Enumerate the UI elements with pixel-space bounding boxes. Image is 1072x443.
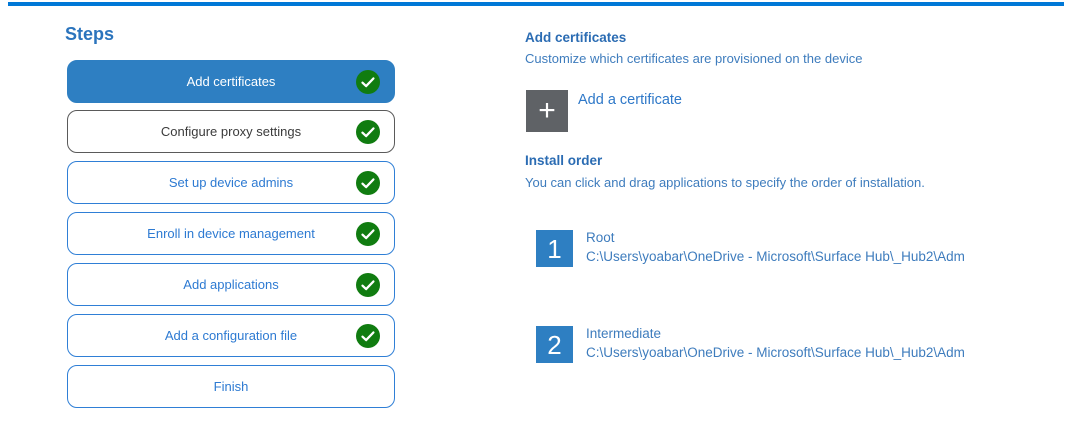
check-icon (356, 323, 380, 348)
step-label: Enroll in device management (147, 226, 315, 241)
steps-panel-title: Steps (65, 24, 115, 44)
order-number-badge: 2 (536, 326, 573, 363)
step-label: Set up device admins (168, 175, 294, 190)
step-add-applications[interactable]: Add applications (67, 263, 395, 306)
top-accent-bar (8, 2, 1064, 6)
certificate-path: C:\Users\yoabar\OneDrive - Microsoft\Sur… (586, 249, 965, 264)
step-add-certificates[interactable]: Add certificates (67, 60, 395, 103)
check-icon (356, 221, 380, 246)
step-label: Finish (213, 379, 249, 394)
step-label: Add a configuration file (164, 328, 298, 343)
check-icon (356, 69, 380, 94)
certificate-item-root[interactable]: 1 Root C:\Users\yoabar\OneDrive - Micros… (536, 228, 965, 267)
certificate-path: C:\Users\yoabar\OneDrive - Microsoft\Sur… (586, 345, 965, 360)
add-certificate-button[interactable]: + Add a certificate (526, 90, 682, 132)
page-title: Add certificates (525, 30, 627, 45)
certificate-info: Root C:\Users\yoabar\OneDrive - Microsof… (586, 228, 965, 266)
page-subtitle: Customize which certificates are provisi… (525, 51, 863, 66)
step-label: Configure proxy settings (160, 124, 302, 139)
install-order-title: Install order (525, 153, 603, 168)
step-add-a-configuration-file[interactable]: Add a configuration file (67, 314, 395, 357)
check-icon (356, 170, 380, 195)
check-icon (356, 119, 380, 144)
certificate-info: Intermediate C:\Users\yoabar\OneDrive - … (586, 324, 965, 362)
step-set-up-device-admins[interactable]: Set up device admins (67, 161, 395, 204)
certificate-item-intermediate[interactable]: 2 Intermediate C:\Users\yoabar\OneDrive … (536, 324, 965, 363)
step-enroll-in-device-management[interactable]: Enroll in device management (67, 212, 395, 255)
add-certificate-label: Add a certificate (578, 92, 682, 108)
install-order-subtitle: You can click and drag applications to s… (525, 175, 925, 190)
certificate-name: Root (586, 230, 615, 245)
order-number-badge: 1 (536, 230, 573, 267)
step-label: Add applications (183, 277, 279, 292)
step-configure-proxy-settings[interactable]: Configure proxy settings (67, 110, 395, 153)
step-label: Add certificates (186, 74, 276, 89)
certificate-name: Intermediate (586, 326, 662, 341)
check-icon (356, 272, 380, 297)
step-finish[interactable]: Finish (67, 365, 395, 408)
plus-icon: + (526, 90, 568, 132)
